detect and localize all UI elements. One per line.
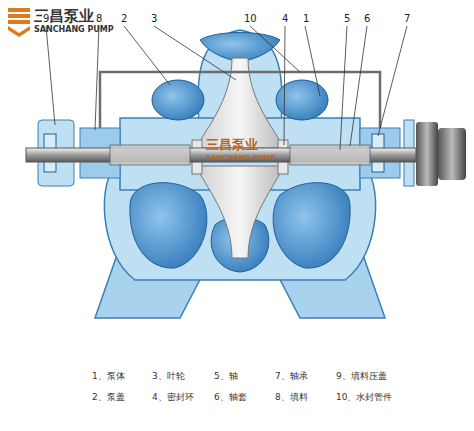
suction-chamber	[273, 183, 350, 268]
shaft-sleeve	[110, 145, 190, 165]
impeller	[196, 166, 284, 258]
watermark: 三昌泵业	[206, 138, 258, 152]
logo-icon	[8, 8, 30, 37]
water-seal-pipe	[100, 72, 380, 128]
legend-item: 10、水封管件	[336, 393, 392, 403]
callout-number: 5	[343, 13, 351, 24]
pump-body	[104, 30, 375, 280]
callout-number: 9	[42, 13, 50, 24]
callout-number: 4	[281, 13, 289, 24]
logo-text: SANCHANG PUMP	[34, 26, 114, 35]
volute	[152, 80, 204, 120]
callout-number: 2	[120, 13, 128, 24]
volute	[276, 80, 328, 120]
legend-item: 5、轴	[214, 372, 238, 382]
suction-chamber	[130, 183, 207, 268]
legend-item: 2、泵盖	[92, 393, 125, 403]
legend-item: 7、轴承	[275, 372, 308, 382]
legend-item: 4、密封环	[152, 393, 194, 403]
callout-number: 3	[150, 13, 158, 24]
shaft-sleeve	[290, 145, 370, 165]
leader-lines	[46, 26, 407, 150]
legend-item: 1、泵体	[92, 372, 125, 382]
watermark: SANCHANG PUMP	[206, 155, 276, 163]
callout-number: 8	[95, 13, 103, 24]
legend-item: 3、叶轮	[152, 372, 185, 382]
legend-item: 8、填料	[275, 393, 308, 403]
callout-number: 6	[363, 13, 371, 24]
callout-number: 7	[403, 13, 411, 24]
coupling	[416, 122, 438, 186]
callout-number: 1	[302, 13, 310, 24]
callout-number: 10	[243, 13, 258, 24]
legend-item: 9、填料压盖	[336, 372, 387, 382]
coupling	[438, 128, 466, 180]
legend-item: 6、轴套	[214, 393, 247, 403]
